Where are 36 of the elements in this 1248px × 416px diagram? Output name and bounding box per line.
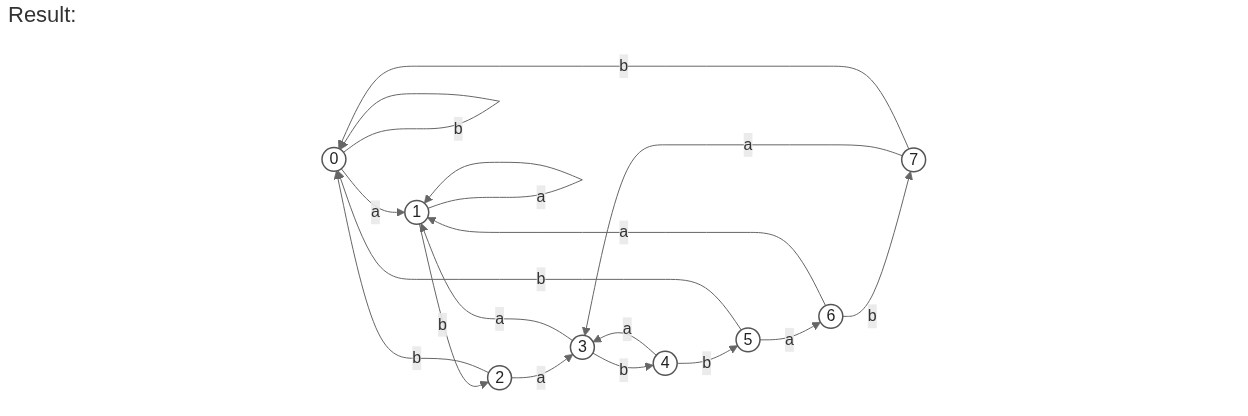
edge-label: a: [785, 330, 795, 348]
node-circle: 1: [404, 199, 430, 226]
title: Result:: [8, 2, 77, 28]
edge-label: b: [619, 361, 629, 379]
edge-label: b: [867, 307, 877, 325]
edge-label: b: [453, 119, 463, 137]
arrow: [420, 223, 574, 342]
node-circle: 5: [735, 327, 761, 353]
edge-label: a: [536, 188, 546, 206]
edge-label: b: [536, 270, 546, 288]
edge-label: a: [371, 203, 381, 221]
edge-label: b: [702, 354, 712, 372]
node-circle: 4: [652, 350, 679, 376]
edge-label: a: [622, 320, 632, 338]
edge-label: a: [743, 135, 753, 153]
node-circle: 3: [569, 334, 596, 360]
edge-label: a: [536, 368, 546, 386]
arrow: [341, 168, 406, 217]
edge-label: b: [438, 315, 448, 333]
node-circle: 0: [321, 146, 347, 173]
edge-label: b: [619, 57, 629, 75]
arrow: [592, 352, 654, 371]
arrow: [336, 170, 742, 331]
node-circle: 6: [818, 303, 844, 330]
arrow: [338, 65, 910, 150]
edge-label: a: [495, 309, 505, 327]
arrow: [511, 354, 574, 379]
arrow: [333, 170, 490, 374]
arrow: [427, 217, 827, 307]
arrow: [419, 223, 490, 390]
node-circle: 2: [487, 365, 513, 391]
arrow: [842, 171, 913, 317]
edge-label: a: [619, 223, 629, 241]
node-circle: 7: [901, 147, 927, 173]
arrow: [592, 332, 657, 356]
edge-label: b: [412, 349, 422, 367]
